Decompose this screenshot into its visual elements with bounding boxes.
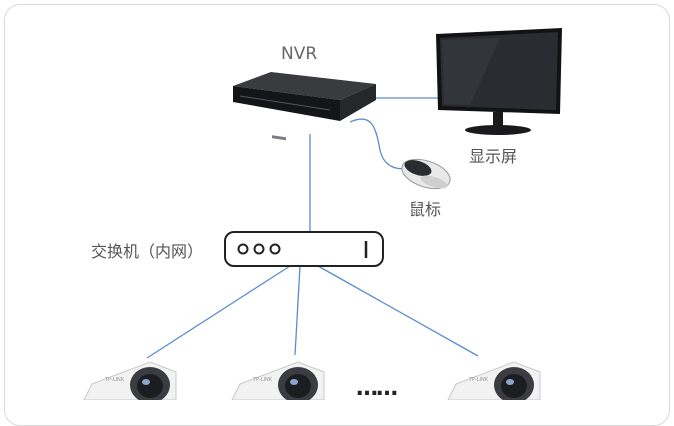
switch-label: 交换机（内网） — [91, 238, 203, 262]
network-diagram: TP-LINK TP-LINK TP-LINK — [0, 0, 674, 400]
svg-text:TP-LINK: TP-LINK — [104, 377, 125, 383]
monitor-label: 显示屏 — [469, 143, 517, 167]
switch-to-camera-3-line — [318, 266, 478, 356]
camera-1-icon: TP-LINK — [84, 362, 176, 400]
switch-port-led-1 — [239, 245, 248, 254]
switch-port-led-3 — [271, 245, 280, 254]
nvr-label: NVR — [281, 44, 317, 64]
switch-to-camera-2-line — [295, 266, 300, 355]
camera-2-icon: TP-LINK — [232, 362, 324, 400]
nvr-device-icon — [233, 72, 376, 140]
switch-to-camera-1-line — [147, 266, 290, 358]
mouse-icon — [398, 154, 454, 194]
switch-port-led-2 — [255, 245, 264, 254]
connection-lines — [147, 98, 478, 358]
more-cameras-ellipsis: …… — [356, 376, 396, 401]
camera-3-icon: TP-LINK — [448, 362, 540, 400]
svg-text:TP-LINK: TP-LINK — [468, 377, 489, 383]
switch-icon — [225, 232, 383, 266]
svg-text:TP-LINK: TP-LINK — [252, 377, 273, 383]
monitor-icon — [436, 28, 562, 135]
mouse-label: 鼠标 — [409, 196, 441, 220]
nvr-to-mouse-cable — [350, 119, 408, 169]
